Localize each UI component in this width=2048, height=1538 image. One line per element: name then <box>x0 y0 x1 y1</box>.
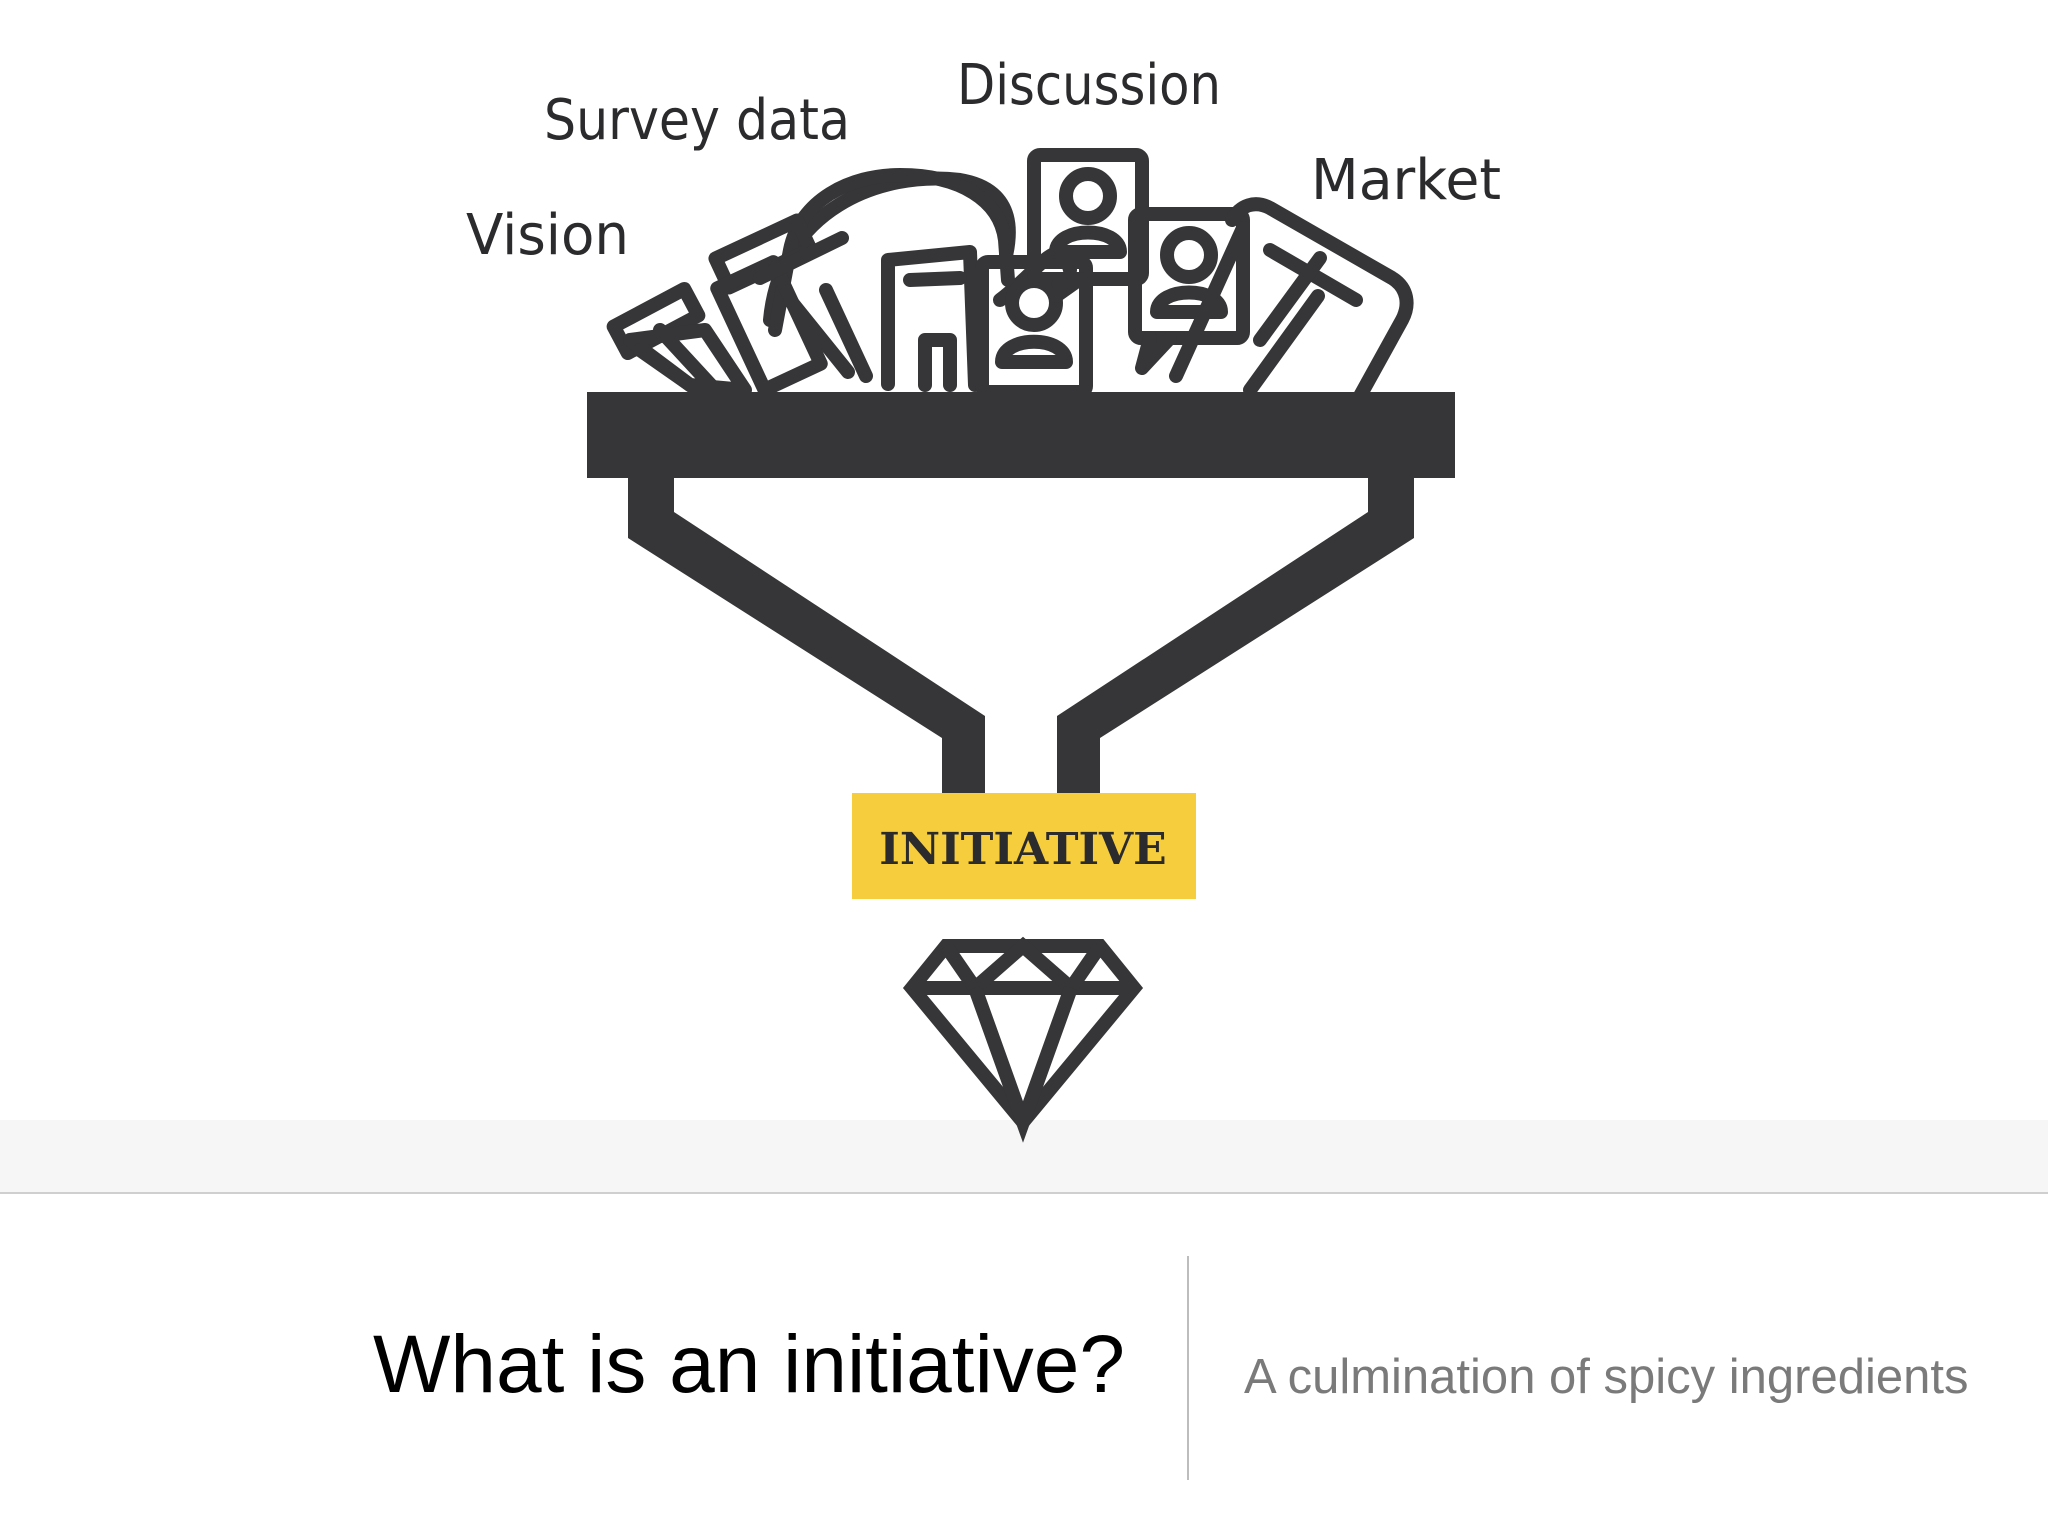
label-survey-data: Survey data <box>544 88 850 153</box>
label-market: Market <box>1311 148 1501 213</box>
binoculars-icon <box>708 213 873 397</box>
dashboard-icon <box>1169 197 1414 403</box>
bar-chart-icon <box>881 245 982 392</box>
initiative-box: INITIATIVE <box>852 793 1196 899</box>
ingredients-group <box>606 148 1414 403</box>
initiative-label: INITIATIVE <box>879 824 1166 875</box>
slide-footer <box>0 1192 2048 1538</box>
funnel-icon <box>587 392 1455 800</box>
diamond-icon <box>902 936 1144 1143</box>
label-vision: Vision <box>466 203 629 268</box>
footer-divider <box>1187 1256 1189 1480</box>
telescope-icon <box>606 281 752 402</box>
slide-title: What is an initiative? <box>372 1319 1125 1410</box>
slide-subtitle: A culmination of spicy ingredients <box>1244 1350 1969 1404</box>
label-discussion: Discussion <box>957 53 1221 118</box>
